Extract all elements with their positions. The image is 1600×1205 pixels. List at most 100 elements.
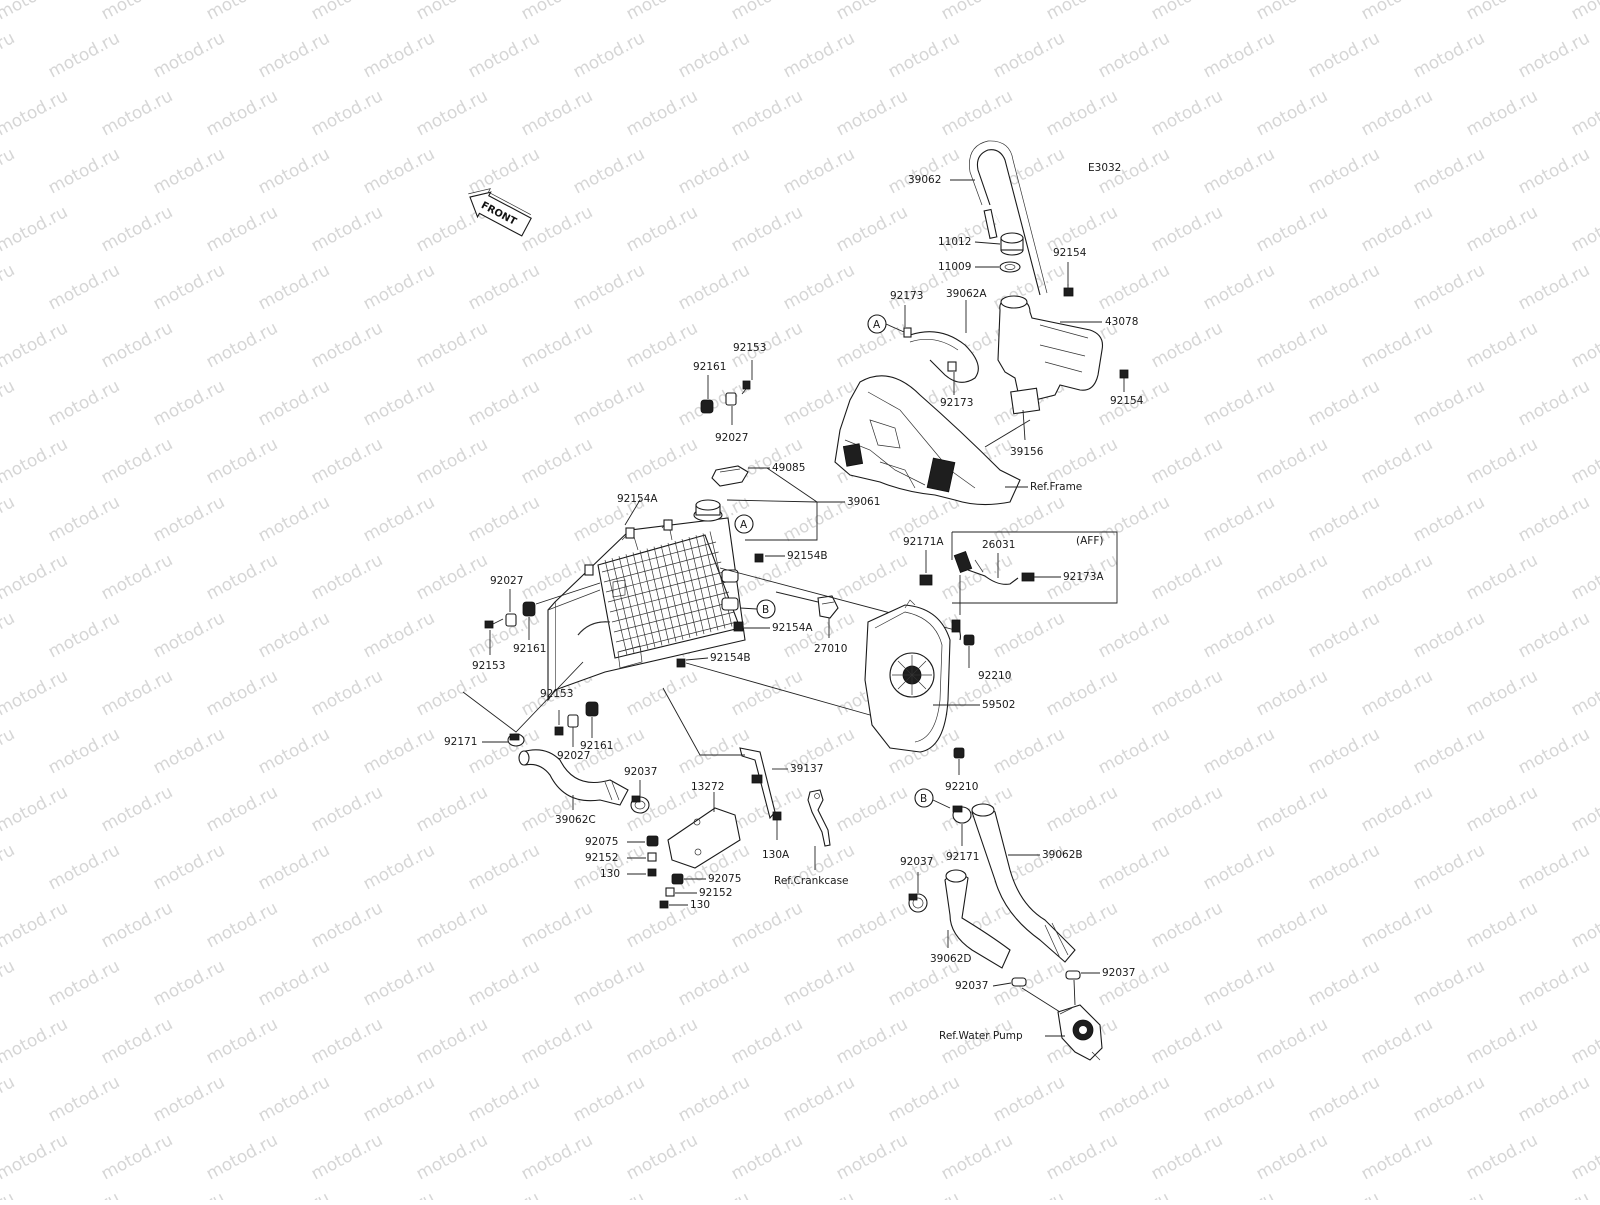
watermark-text: motod.ru	[1515, 1188, 1593, 1200]
watermark-text: motod.ru	[1358, 86, 1436, 140]
watermark-text: motod.ru	[1463, 1130, 1541, 1184]
watermark-text: motod.ru	[465, 376, 543, 430]
label-92027-low: 92027	[557, 750, 590, 762]
clamp-92171-left	[507, 733, 525, 747]
watermark-text: motod.ru	[938, 86, 1016, 140]
watermark-text: motod.ru	[1200, 608, 1278, 662]
watermark-text: motod.ru	[1463, 550, 1541, 604]
label-92210-bot: 92210	[945, 781, 978, 793]
watermark-text: motod.ru	[0, 1188, 18, 1200]
watermark-text: motod.ru	[1305, 840, 1383, 894]
watermark-text: motod.ru	[570, 956, 648, 1010]
watermark-text: motod.ru	[0, 1130, 71, 1184]
watermark-text: motod.ru	[780, 28, 858, 82]
label-39062B: 39062B	[1042, 849, 1083, 861]
watermark-text: motod.ru	[990, 1188, 1068, 1200]
watermark-text: motod.ru	[255, 956, 333, 1010]
watermark-text: motod.ru	[1043, 666, 1121, 720]
watermark-text: motod.ru	[1253, 550, 1331, 604]
watermark-text: motod.ru	[45, 1072, 123, 1126]
watermark-text: motod.ru	[255, 608, 333, 662]
label-92171-left: 92171	[444, 736, 477, 748]
label-92037-left: 92037	[624, 766, 657, 778]
label-92153-top: 92153	[733, 342, 766, 354]
label-92153-low: 92153	[540, 688, 573, 700]
collar-92152-b	[665, 887, 675, 897]
watermark-text: motod.ru	[1148, 666, 1226, 720]
watermark-text: motod.ru	[1515, 28, 1593, 82]
callout-b-lower	[914, 788, 934, 808]
watermark-text: motod.ru	[98, 434, 176, 488]
watermark-text: motod.ru	[1095, 260, 1173, 314]
grommet-92075-b	[671, 873, 684, 885]
label-39062: 39062	[908, 174, 941, 186]
watermark-text: motod.ru	[1358, 0, 1436, 24]
label-92173A: 92173A	[1063, 571, 1104, 583]
watermark-text: motod.ru	[1515, 260, 1593, 314]
label-92152-b: 92152	[699, 887, 732, 899]
watermark-text: motod.ru	[0, 202, 71, 256]
bolt-130-a	[647, 868, 657, 877]
watermark-text: motod.ru	[1463, 1014, 1541, 1068]
label-92027-left: 92027	[490, 575, 523, 587]
clamp-92173A	[1021, 572, 1035, 582]
fan-switch-27010	[817, 595, 839, 619]
watermark-text: motod.ru	[360, 1072, 438, 1126]
label-130A: 130A	[762, 849, 790, 861]
label-39061: 39061	[847, 496, 880, 508]
watermark-text: motod.ru	[833, 1130, 911, 1184]
watermark-text: motod.ru	[360, 608, 438, 662]
watermark-text: motod.ru	[203, 434, 281, 488]
watermark-text: motod.ru	[1568, 1014, 1600, 1068]
watermark-text: motod.ru	[990, 28, 1068, 82]
label-92161-low: 92161	[580, 740, 613, 752]
watermark-text: motod.ru	[1463, 0, 1541, 24]
watermark-text: motod.ru	[1253, 318, 1331, 372]
watermark-text: motod.ru	[518, 1014, 596, 1068]
watermark-text: motod.ru	[1410, 1188, 1488, 1200]
watermark-text: motod.ru	[308, 666, 386, 720]
radiator-core	[547, 499, 746, 702]
label-92075-a: 92075	[585, 836, 618, 848]
label-92154A-mid: 92154A	[772, 622, 813, 634]
watermark-text: motod.ru	[1410, 608, 1488, 662]
watermark-text: motod.ru	[1253, 782, 1331, 836]
watermark-text: motod.ru	[1568, 318, 1600, 372]
label-130-b: 130	[690, 899, 710, 911]
watermark-text: motod.ru	[1358, 318, 1436, 372]
overflow-hose-39062	[969, 140, 1048, 296]
clamp-92037-low	[1011, 977, 1027, 987]
watermark-text: motod.ru	[45, 260, 123, 314]
bracket-39137	[739, 747, 776, 820]
watermark-text: motod.ru	[98, 202, 176, 256]
watermark-text: motod.ru	[1568, 782, 1600, 836]
bolt-92154-right	[1119, 369, 1129, 392]
label-92152-a: 92152	[585, 852, 618, 864]
label-11009: 11009	[938, 261, 971, 273]
watermark-text: motod.ru	[1410, 724, 1488, 778]
watermark-text: motod.ru	[308, 1130, 386, 1184]
radiator-fin	[646, 548, 670, 644]
watermark-text: motod.ru	[203, 782, 281, 836]
watermark-text: motod.ru	[1148, 434, 1226, 488]
watermark-text: motod.ru	[255, 1072, 333, 1126]
watermark-text: motod.ru	[780, 956, 858, 1010]
watermark-text: motod.ru	[1515, 1072, 1593, 1126]
label-130-a: 130	[600, 868, 620, 880]
watermark-text: motod.ru	[413, 550, 491, 604]
crankcase-ref-bracket	[807, 789, 831, 847]
frame-ref	[834, 375, 1021, 506]
watermark-text: motod.ru	[255, 492, 333, 546]
label-43078: 43078	[1105, 316, 1138, 328]
watermark-text: motod.ru	[1200, 1072, 1278, 1126]
bolt-92154B-mid	[676, 658, 686, 668]
watermark-text: motod.ru	[518, 1130, 596, 1184]
watermark-text: motod.ru	[0, 28, 18, 82]
watermark-text: motod.ru	[308, 86, 386, 140]
watermark-text: motod.ru	[938, 0, 1016, 24]
watermark-text: motod.ru	[833, 1014, 911, 1068]
watermark-text: motod.ru	[1200, 144, 1278, 198]
watermark-text: motod.ru	[1253, 434, 1331, 488]
watermark-text: motod.ru	[623, 666, 701, 720]
label-92154-top: 92154	[1053, 247, 1087, 259]
